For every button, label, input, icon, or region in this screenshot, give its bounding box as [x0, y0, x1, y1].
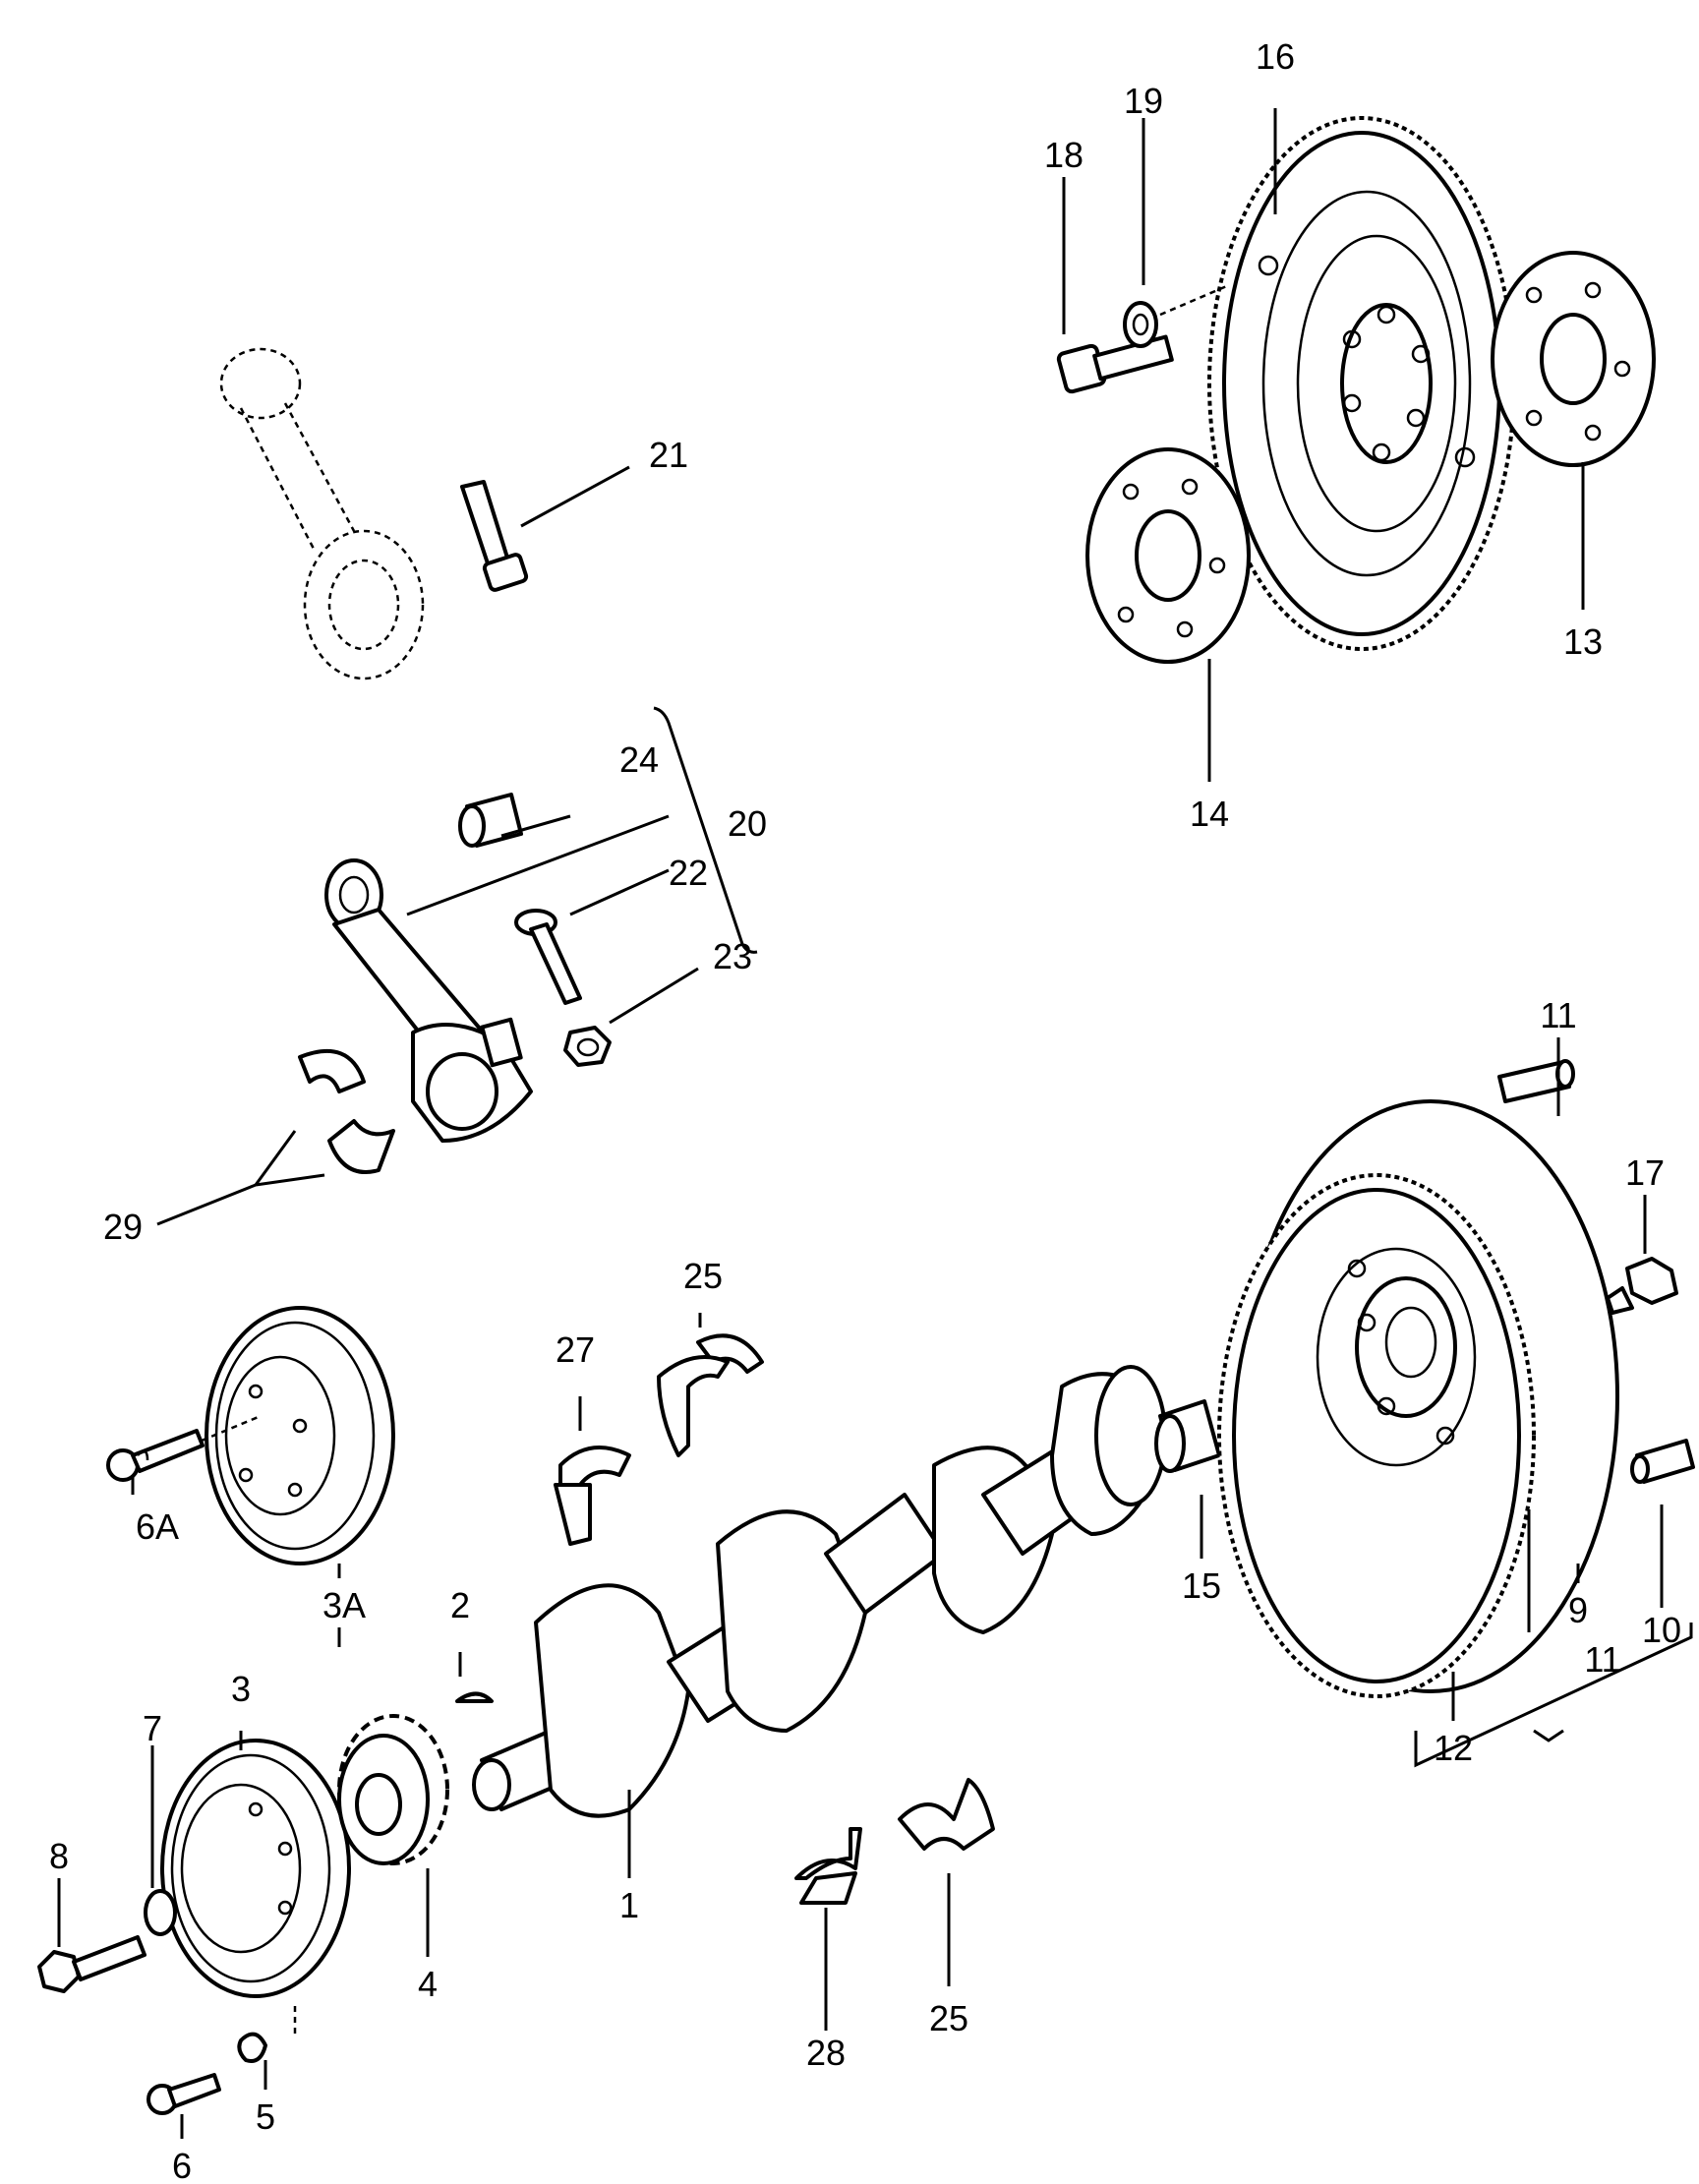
thrust-bearing-shells	[554, 1446, 631, 1546]
callout-7: 7	[143, 1708, 162, 1748]
callout-14: 14	[1190, 794, 1229, 834]
vibration-damper-pulley	[205, 1306, 395, 1565]
rod-bearing-shells	[298, 1048, 395, 1174]
woodruff-key	[455, 1691, 494, 1703]
callout-25-lower: 25	[929, 1998, 968, 2038]
callout-24: 24	[619, 739, 659, 780]
flywheel-bolt	[1056, 334, 1174, 394]
lock-plate	[237, 2032, 267, 2063]
callout-6a: 6A	[136, 1506, 179, 1547]
spacer-plate-rear	[1491, 251, 1656, 467]
rod-nut	[563, 1026, 612, 1067]
main-bearing-shells-lower	[898, 1778, 995, 1851]
callout-8: 8	[49, 1836, 69, 1876]
callout-3a: 3A	[322, 1585, 366, 1625]
crankshaft	[472, 1365, 1167, 1818]
pulley-bolt-6a	[106, 1429, 205, 1482]
drive-plate-with-ring-gear	[1217, 1099, 1619, 1698]
callout-20: 20	[728, 803, 767, 844]
callout-16: 16	[1256, 36, 1295, 77]
washer	[144, 1889, 177, 1936]
flywheel	[1207, 116, 1516, 651]
callout-21: 21	[649, 435, 688, 475]
callout-19: 19	[1124, 81, 1163, 121]
callout-1: 1	[619, 1885, 639, 1925]
callout-labels: 1 2 3 3A 4 5 6 6A 7 8 9 10 11 11 12 13 1…	[49, 36, 1681, 2184]
pulley-bolt	[37, 1935, 146, 1993]
callout-11-assembly: 11	[1584, 1639, 1620, 1680]
pulley-bolt-small	[146, 2073, 221, 2115]
connecting-rod-outline	[219, 347, 425, 680]
callout-28: 28	[806, 2033, 846, 2073]
callout-12: 12	[1434, 1728, 1473, 1768]
drive-plate-bolt	[1606, 1257, 1678, 1315]
rod-bolt-upper	[460, 480, 529, 592]
needle-bearing	[1154, 1399, 1221, 1473]
assembly-line	[1159, 283, 1230, 317]
dowel-pin-upper	[1497, 1059, 1575, 1103]
callout-5: 5	[256, 2096, 275, 2137]
callout-23: 23	[713, 936, 752, 976]
timing-belt-sprocket	[337, 1714, 449, 1865]
callout-13: 13	[1563, 621, 1603, 662]
callout-22: 22	[669, 853, 708, 893]
callout-9: 9	[1568, 1590, 1588, 1630]
connecting-rod	[324, 858, 533, 1143]
leader-lines	[57, 108, 1693, 2139]
callout-6: 6	[172, 2146, 192, 2184]
callout-25-upper: 25	[683, 1256, 723, 1296]
crankshaft-pulley	[160, 1739, 351, 1998]
callout-11-pin: 11	[1540, 995, 1576, 1035]
callout-3: 3	[231, 1669, 251, 1709]
spacer-plate-front	[1085, 447, 1251, 664]
lock-washer	[1123, 301, 1158, 348]
small-end-bushing	[458, 793, 523, 848]
callout-10: 10	[1642, 1610, 1681, 1650]
callout-17: 17	[1625, 1152, 1665, 1193]
main-bearing-shells-upper	[657, 1333, 764, 1457]
callout-27: 27	[556, 1329, 595, 1370]
callout-18: 18	[1044, 135, 1084, 175]
callout-29: 29	[103, 1207, 143, 1247]
callout-15: 15	[1182, 1565, 1221, 1606]
rod-bolt	[514, 909, 582, 1005]
callout-4: 4	[418, 1964, 438, 2004]
dowel-pin-lower	[1630, 1439, 1695, 1484]
main-bearing-shell-28	[794, 1827, 862, 1905]
callout-2: 2	[450, 1585, 470, 1625]
